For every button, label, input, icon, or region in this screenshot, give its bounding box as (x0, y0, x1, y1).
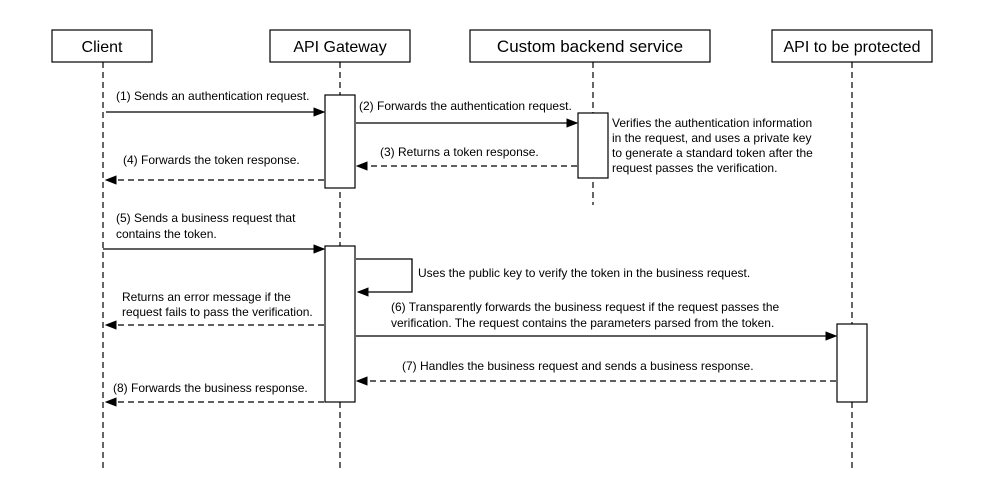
activation-backend (577, 112, 609, 179)
backend-note-line-2: in the request, and uses a private key (612, 131, 811, 145)
message-6-label-line-2: verification. The request contains the p… (391, 316, 774, 330)
participant-protected-api-label: API to be protected (784, 39, 921, 56)
message-8-label: (8) Forwards the business response. (113, 381, 308, 395)
message-2-label: (2) Forwards the authentication request. (359, 99, 572, 113)
message-6-label-line-1: (6) Transparently forwards the business … (391, 300, 780, 314)
participant-api-gateway-label: API Gateway (293, 39, 386, 56)
backend-note-line-4: request passes the verification. (612, 161, 777, 175)
backend-note-line-1: Verifies the authentication information (612, 116, 812, 130)
activation-gateway-1 (324, 94, 356, 189)
message-3-label: (3) Returns a token response. (380, 145, 539, 159)
message-1-label: (1) Sends an authentication request. (116, 89, 309, 103)
self-verify-label: Uses the public key to verify the token … (418, 266, 750, 280)
message-7-label: (7) Handles the business request and sen… (402, 359, 754, 373)
participant-custom-backend: Custom backend service (469, 29, 711, 63)
self-verify-arrow (356, 258, 413, 297)
participant-client: Client (51, 29, 153, 63)
message-5-label-line-2: contains the token. (116, 227, 217, 241)
backend-note-line-3: to generate a standard token after the (612, 146, 813, 160)
activation-gateway-2 (324, 245, 356, 403)
participant-client-label: Client (82, 39, 123, 56)
message-4-label: (4) Forwards the token response. (123, 153, 300, 167)
error-response-label-line-2: request fails to pass the verification. (122, 305, 313, 319)
activation-protected-api (836, 323, 868, 403)
participant-api-gateway: API Gateway (269, 29, 411, 63)
participant-protected-api: API to be protected (771, 29, 933, 63)
message-5-label-line-1: (5) Sends a business request that (116, 211, 296, 225)
error-response-label-line-1: Returns an error message if the (122, 290, 291, 304)
participant-custom-backend-label: Custom backend service (497, 37, 683, 56)
